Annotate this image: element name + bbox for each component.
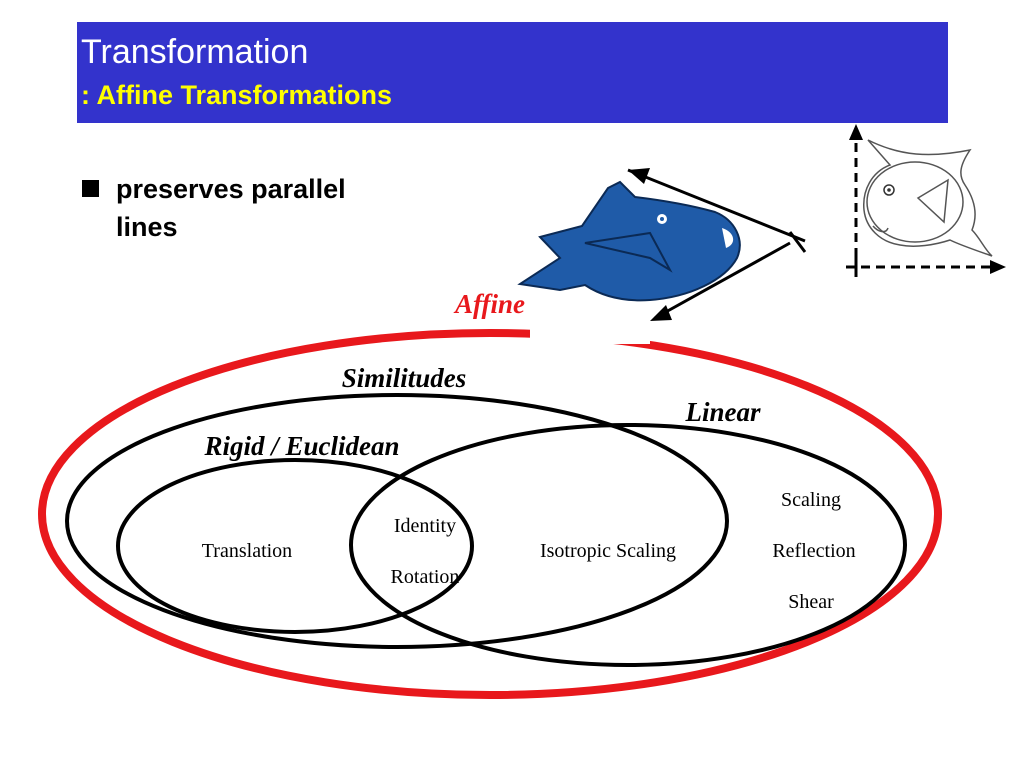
venn-diagram xyxy=(38,322,942,699)
linear-ellipse xyxy=(349,423,907,667)
bullet-text: preserves parallel lines xyxy=(116,174,346,242)
affine-ellipse xyxy=(38,329,942,699)
linear-label: Linear xyxy=(684,397,760,427)
identity-label: Identity xyxy=(394,515,456,537)
isotropic-scaling-label: Isotropic Scaling xyxy=(540,540,676,562)
rotation-label: Rotation xyxy=(391,566,460,588)
outline-fish-icon xyxy=(846,124,1006,277)
affine-label: Affine xyxy=(453,289,525,319)
scaling-label: Scaling xyxy=(781,489,841,511)
rigid-label: Rigid / Euclidean xyxy=(203,431,399,461)
slide-title: Transformation xyxy=(81,33,309,71)
shear-label: Shear xyxy=(788,591,834,613)
title-bar: Transformation : Affine Transformations xyxy=(77,22,948,123)
blue-fish-icon xyxy=(517,168,807,321)
similitudes-label: Similitudes xyxy=(342,363,467,393)
slide-subtitle: : Affine Transformations xyxy=(81,80,393,110)
bullet-square-icon xyxy=(82,180,99,197)
reflection-label: Reflection xyxy=(772,540,855,562)
translation-label: Translation xyxy=(202,540,292,562)
rigid-ellipse xyxy=(116,458,474,634)
similitudes-ellipse xyxy=(65,393,729,649)
